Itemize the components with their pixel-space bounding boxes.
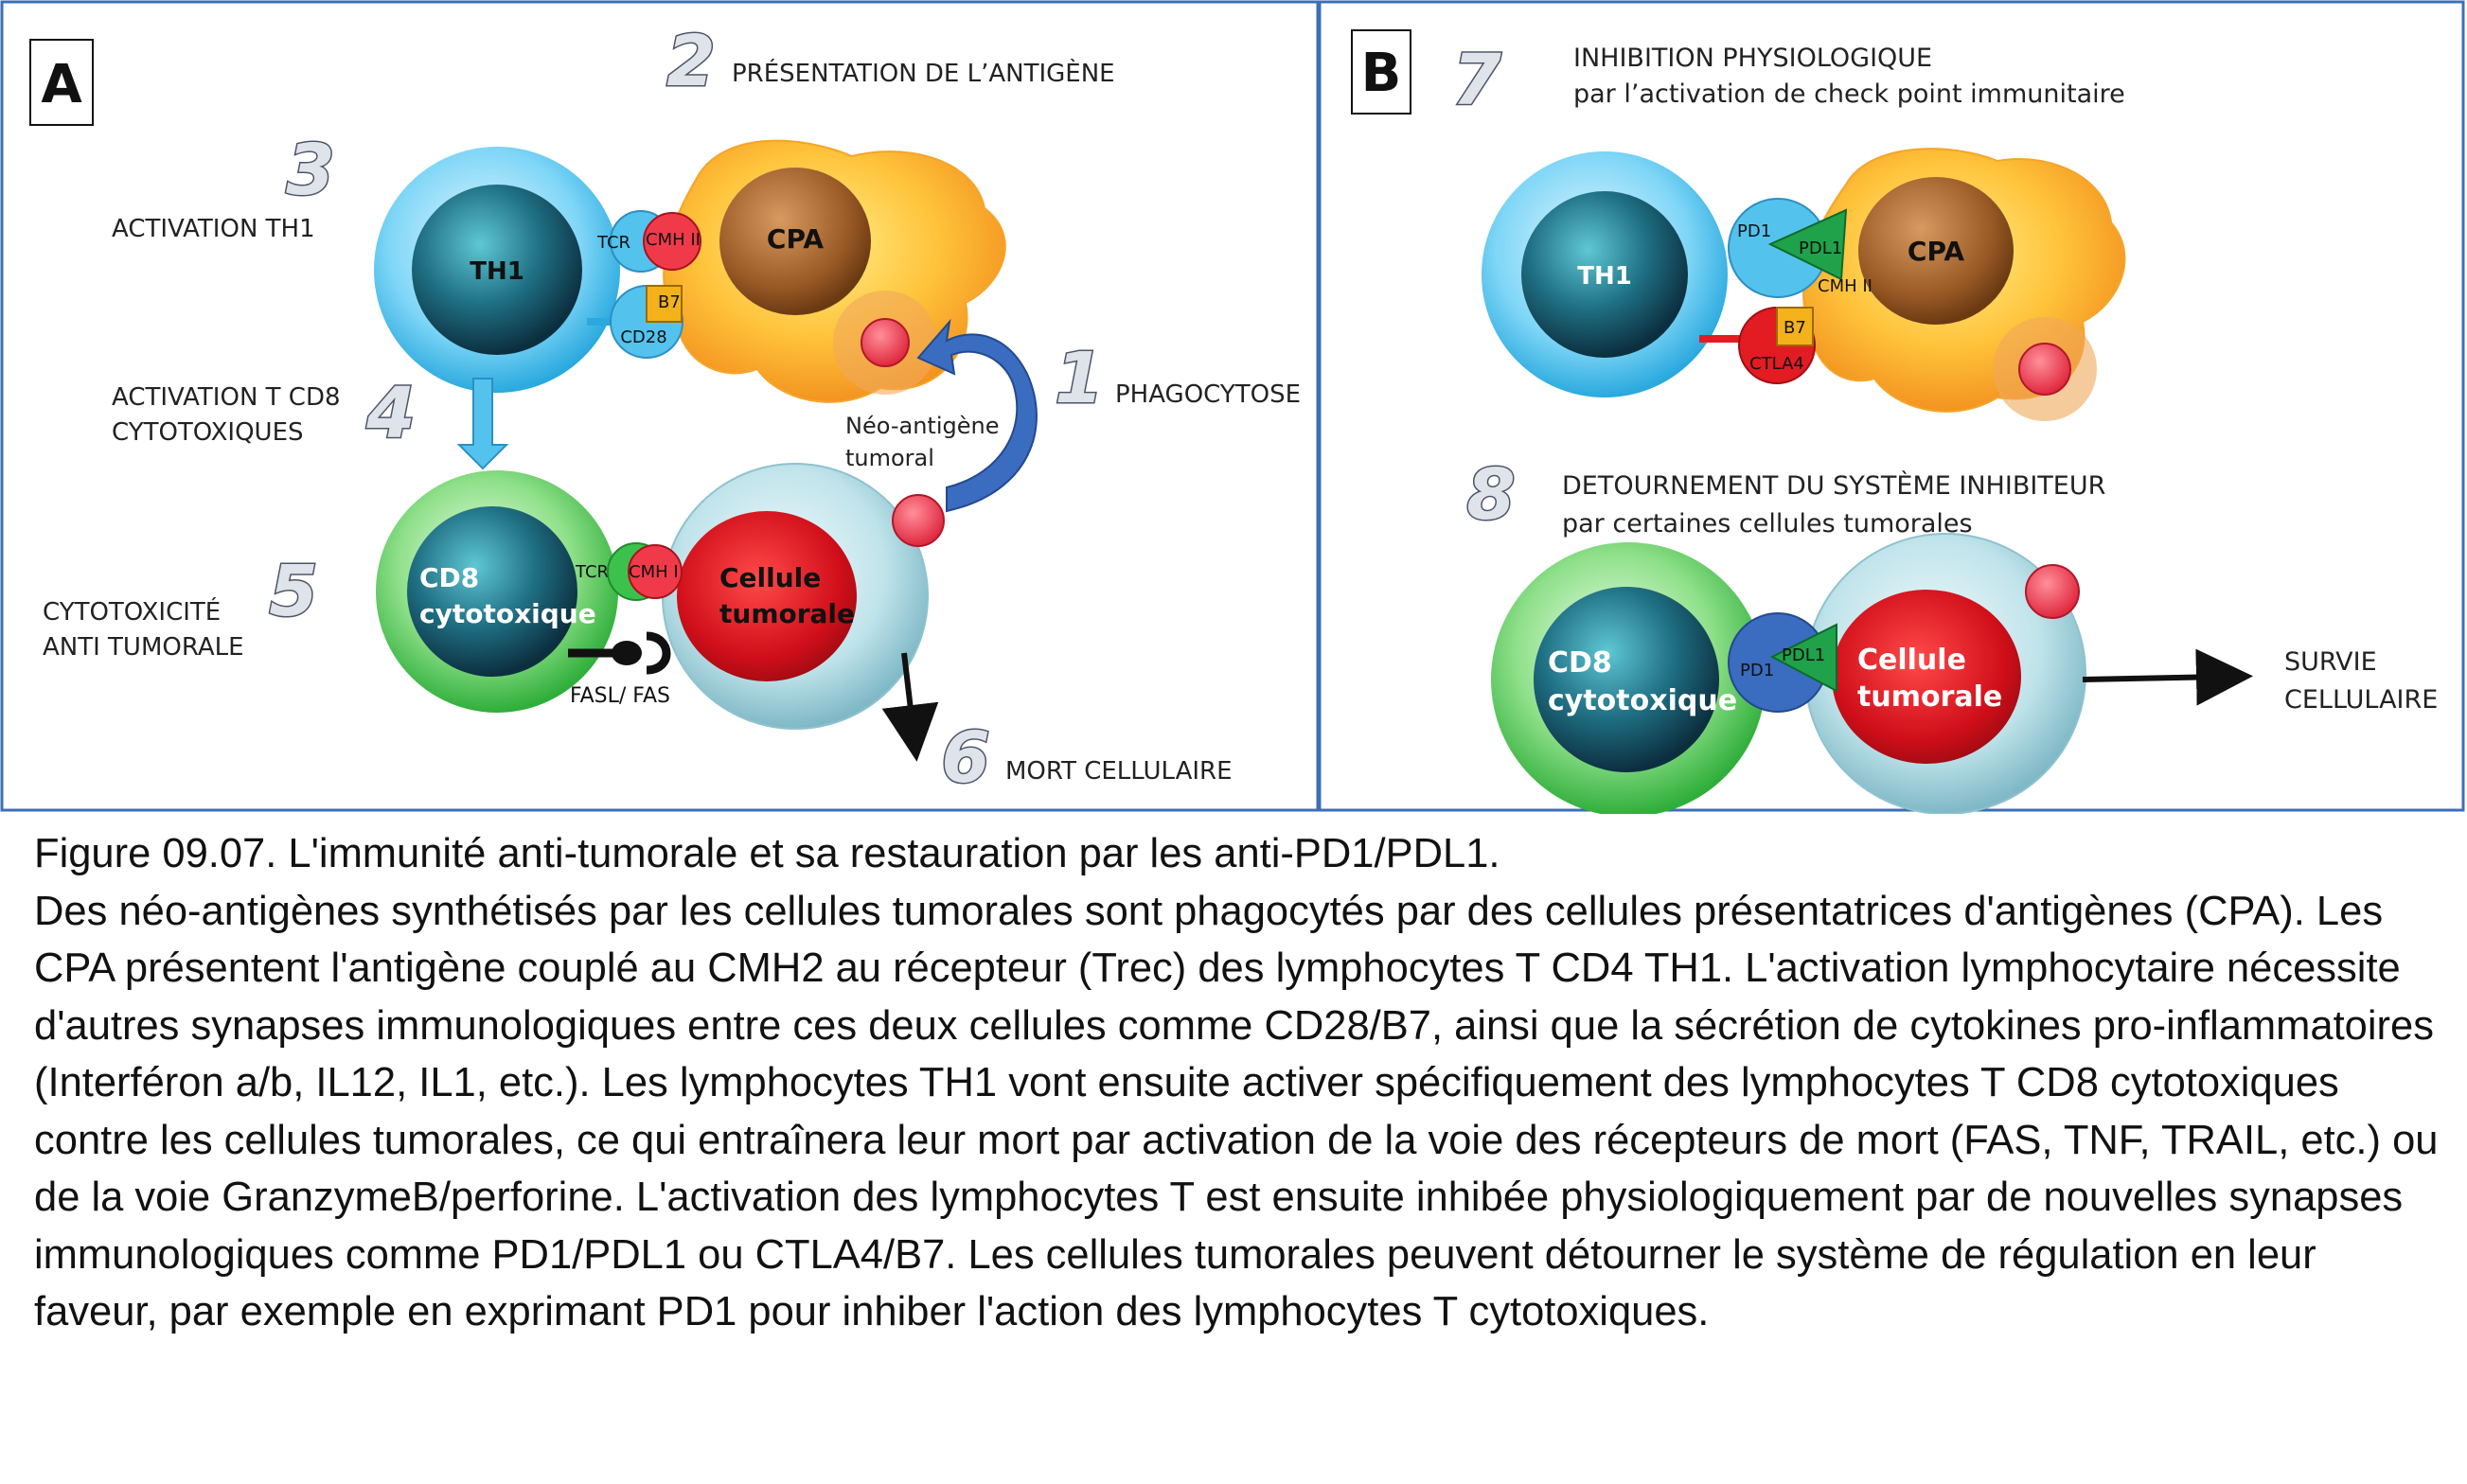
- step-7-label-line2: par l’activation de check point immunita…: [1573, 80, 2125, 109]
- caption-title: Figure 09.07. L'immunité anti-tumorale e…: [34, 831, 1500, 876]
- tumor-nucleus: [677, 511, 857, 681]
- pd1-top-label: PD1: [1737, 221, 1771, 241]
- cd8-nucleus: [407, 506, 577, 677]
- step-7-label-line1: INHIBITION PHYSIOLOGIQUE: [1573, 44, 1932, 73]
- tcr-bottom-label: TCR: [575, 562, 609, 582]
- b7-b-receptor: [1776, 307, 1814, 346]
- cmh2-b-label: CMH II: [1818, 276, 1872, 296]
- tcr-top-label: TCR: [596, 233, 630, 253]
- step-7-number: 7: [1452, 40, 1501, 121]
- pd1-bottom-label: PD1: [1740, 661, 1774, 680]
- figure-caption: Figure 09.07. L'immunité anti-tumorale e…: [34, 825, 2439, 1341]
- step-8-label-line2: par certaines cellules tumorales: [1562, 509, 1973, 539]
- b7-receptor: [646, 285, 683, 323]
- cpa-phagocytosed-antigen: [861, 318, 910, 367]
- panel-a-letter: A: [41, 54, 82, 115]
- panel-b-border: [1318, 0, 2465, 812]
- neo-antigen-dot-b: [2025, 564, 2080, 619]
- survival-label-line1: SURVIE: [2284, 647, 2377, 677]
- cd28-label: CD28: [620, 327, 666, 347]
- b7-b-label: B7: [1784, 318, 1806, 338]
- step-4-number: 4: [365, 373, 416, 454]
- pdl1-top-label: PDL1: [1799, 238, 1842, 258]
- step-4-label-line2: CYTOTOXIQUES: [112, 418, 304, 447]
- step-8-label-line1: DETOURNEMENT DU SYSTÈME INHIBITEUR: [1562, 470, 2105, 501]
- step-4-label-line1: ACTIVATION T CD8: [112, 383, 341, 412]
- cpa-phagocytosed-antigen-b: [2018, 343, 2071, 396]
- cd8-label-line2: cytotoxique: [419, 598, 596, 629]
- tumor-b-label-line1: Cellule: [1857, 644, 1966, 677]
- fasl-fas-label: FASL/ FAS: [570, 684, 670, 708]
- th1-label: TH1: [470, 257, 524, 286]
- step-5-label-line1: CYTOTOXICITÉ: [43, 596, 221, 627]
- th1-nucleus-b: [1521, 191, 1688, 358]
- cd8-b-label-line2: cytotoxique: [1548, 684, 1737, 717]
- cd8-b-label-line1: CD8: [1548, 646, 1612, 680]
- step-5-label-line2: ANTI TUMORALE: [43, 633, 244, 662]
- neo-antigen-label-line1: Néo-antigène: [845, 413, 999, 439]
- th1-nucleus: [412, 185, 582, 355]
- caption-body: Des néo-antigènes synthétisés par les ce…: [34, 888, 2439, 1335]
- cpa-nucleus: [719, 168, 871, 315]
- pdl1-ligand-bottom: [1769, 623, 1837, 693]
- neo-antigen-dot: [892, 494, 945, 547]
- cmh1-label: CMH I: [629, 562, 679, 582]
- activation-arrow: [456, 378, 509, 470]
- tumor-b-label-line2: tumorale: [1857, 680, 2002, 714]
- cmh2-receptor: [643, 212, 701, 271]
- ctla4-label: CTLA4: [1749, 354, 1804, 374]
- cpa-label-b: CPA: [1908, 236, 1965, 267]
- step-8-number: 8: [1466, 454, 1516, 536]
- panel-a: A 2 PRÉSENTATION DE L’ANTIGÈNE 3 ACTIVAT…: [29, 20, 1301, 801]
- immune-diagram: A 2 PRÉSENTATION DE L’ANTIGÈNE 3 ACTIVAT…: [0, 0, 2465, 814]
- b7-label: B7: [658, 292, 681, 312]
- step-2-label: PRÉSENTATION DE L’ANTIGÈNE: [732, 58, 1115, 88]
- panel-b-letter: B: [1361, 43, 1402, 104]
- panel-b: B 7 INHIBITION PHYSIOLOGIQUE par l’activ…: [1351, 29, 2438, 814]
- cpa-nucleus-b: [1858, 177, 2014, 325]
- survival-arrow: [2082, 648, 2253, 706]
- cpa-label: CPA: [767, 223, 825, 255]
- cell-death-arrow: [881, 652, 939, 762]
- tumor-label-line1: Cellule: [719, 562, 821, 593]
- cd8-label-line1: CD8: [419, 562, 479, 593]
- neo-antigen-label-line2: tumoral: [845, 445, 934, 471]
- tumor-label-line2: tumorale: [719, 598, 855, 629]
- pdl1-bottom-label: PDL1: [1782, 645, 1825, 665]
- step-1-label: PHAGOCYTOSE: [1115, 380, 1301, 409]
- phagocytosis-arrow: [916, 318, 1038, 513]
- panel-b-letter-box: [1351, 29, 1411, 115]
- step-6-label: MORT CELLULAIRE: [1005, 757, 1233, 786]
- tumor-nucleus-b: [1832, 590, 2021, 764]
- survival-label-line2: CELLULAIRE: [2284, 685, 2438, 715]
- step-2-number: 2: [666, 21, 716, 102]
- pdl1-ligand-top: [1767, 208, 1848, 281]
- step-3-number: 3: [286, 130, 335, 211]
- step-1-number: 1: [1055, 338, 1104, 419]
- th1-label-b: TH1: [1577, 262, 1632, 291]
- cd8-nucleus-b: [1534, 587, 1719, 772]
- step-6-number: 6: [941, 717, 990, 799]
- panel-a-letter-box: [29, 39, 94, 126]
- step-3-label: ACTIVATION TH1: [112, 215, 315, 243]
- cmh1-receptor: [628, 544, 683, 599]
- fas-receptor: [646, 631, 671, 675]
- panel-a-border: [0, 0, 1320, 812]
- step-5-number: 5: [269, 551, 318, 632]
- cmh2-label: CMH II: [646, 230, 701, 250]
- fasl-ligand: [612, 641, 642, 665]
